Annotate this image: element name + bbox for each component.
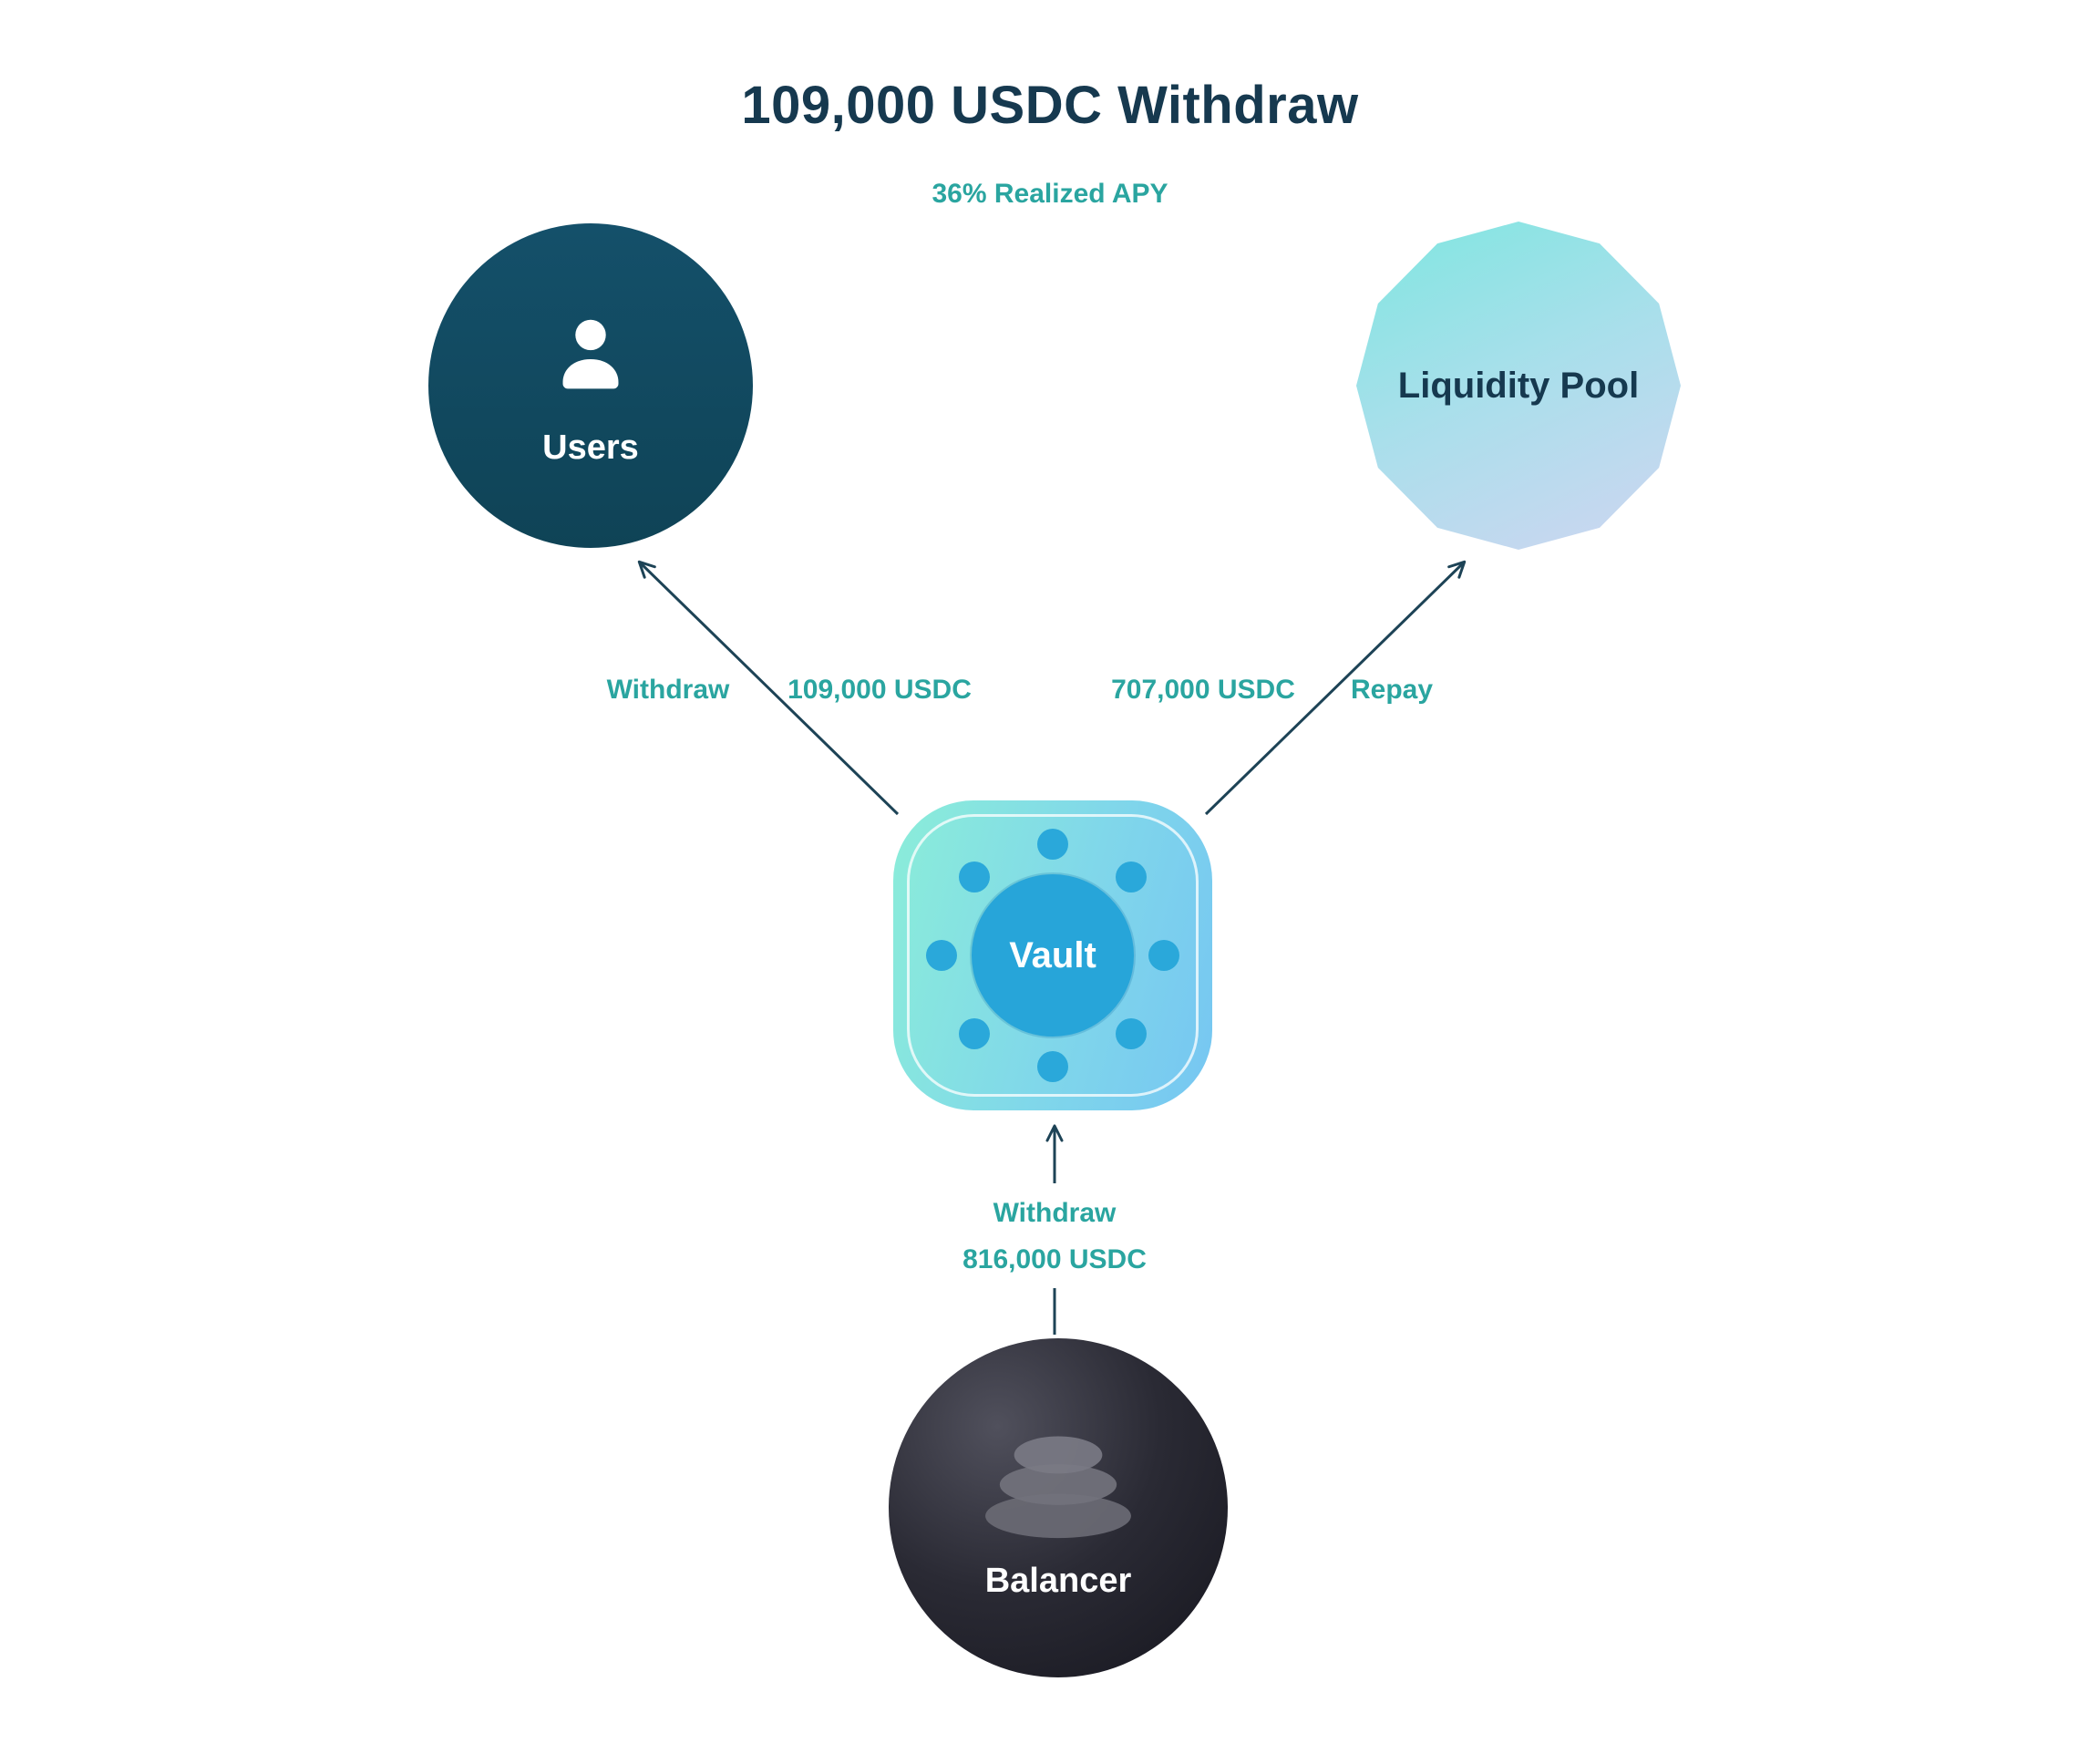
node-users: Users: [428, 223, 753, 548]
edge-label-amount-balancer: 816,000 USDC: [962, 1244, 1147, 1274]
vault-core-circle: Vault: [972, 874, 1134, 1037]
edge-label-withdraw-balancer: Withdraw: [993, 1198, 1117, 1228]
vault-dot: [1148, 940, 1179, 971]
vault-dot: [1116, 862, 1147, 892]
vault-inner-outline: [907, 814, 1199, 1097]
vault-dot: [1116, 1018, 1147, 1049]
vault-dot: [959, 1018, 990, 1049]
users-label: Users: [542, 428, 639, 467]
page-title: 109,000 USDC Withdraw: [741, 76, 1359, 135]
node-balancer: Balancer: [889, 1338, 1228, 1677]
vault-dot: [1037, 829, 1068, 860]
vault-label: Vault: [1009, 934, 1096, 975]
edge-label-repay-pool: Repay: [1350, 675, 1434, 705]
edge-label-amount-pool: 707,000 USDC: [1111, 675, 1295, 705]
node-liquidity-pool: Liquidity Pool: [1356, 222, 1681, 550]
vault-dot: [959, 862, 990, 892]
node-vault: Vault: [893, 800, 1212, 1110]
vault-dot: [926, 940, 957, 971]
balancer-logo-icon: [973, 1415, 1143, 1547]
liquidity-pool-label: Liquidity Pool: [1397, 365, 1640, 406]
vault-dot: [1037, 1051, 1068, 1082]
balancer-label: Balancer: [984, 1562, 1132, 1600]
edge-label-withdraw-users: Withdraw: [606, 675, 730, 705]
edge-label-amount-users: 109,000 USDC: [788, 675, 972, 705]
user-icon: [537, 304, 644, 416]
page-subtitle: 36% Realized APY: [932, 179, 1168, 209]
